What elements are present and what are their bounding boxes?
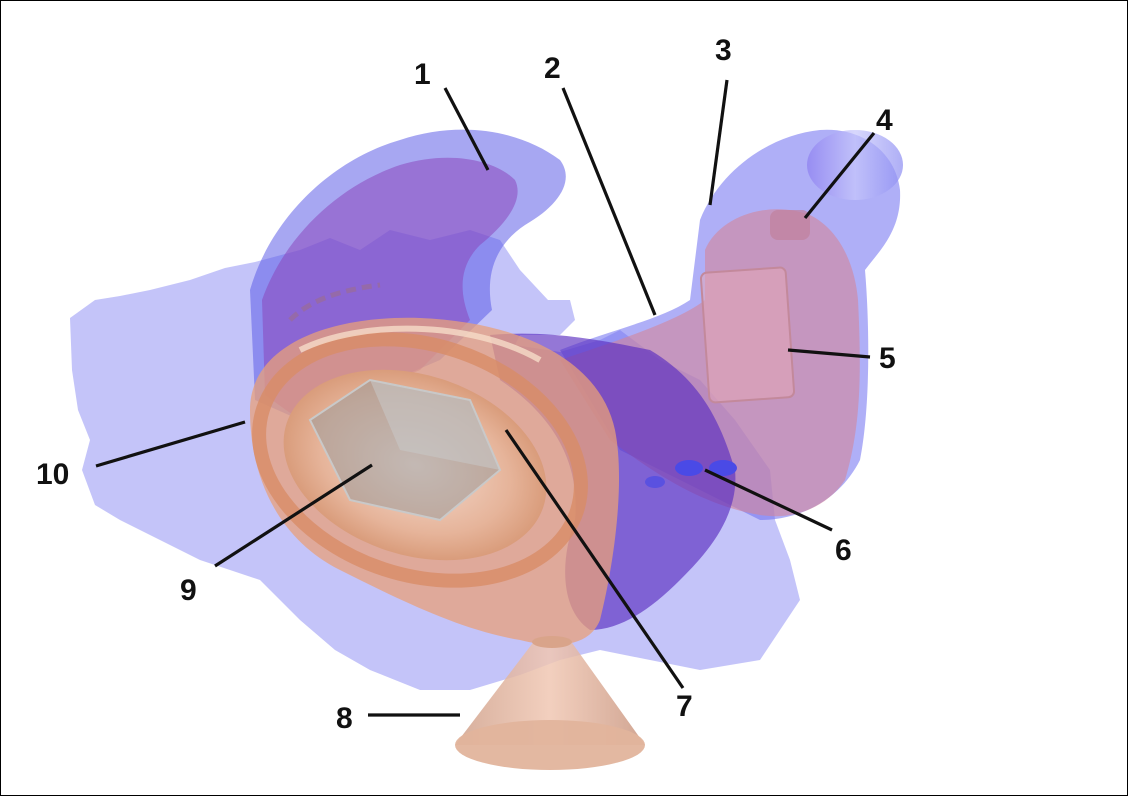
sensor-dot-c	[645, 476, 665, 488]
sensor-dot-a	[675, 460, 703, 476]
callout-1: 1	[414, 58, 431, 91]
callout-6: 6	[835, 534, 852, 567]
base-cone-top	[532, 636, 572, 648]
vent-top	[770, 210, 810, 240]
callout-3: 3	[715, 34, 732, 67]
leader-line-2	[563, 88, 655, 315]
callout-10: 10	[36, 458, 69, 491]
base-cone-bottom	[455, 720, 645, 770]
callout-2: 2	[544, 52, 561, 85]
callout-8: 8	[336, 702, 353, 735]
callout-4: 4	[876, 104, 893, 137]
callout-7: 7	[676, 690, 693, 723]
callout-5: 5	[879, 342, 896, 375]
canal-tube-opening	[807, 130, 903, 200]
faceplate-component	[701, 267, 795, 403]
callout-9: 9	[180, 574, 197, 607]
